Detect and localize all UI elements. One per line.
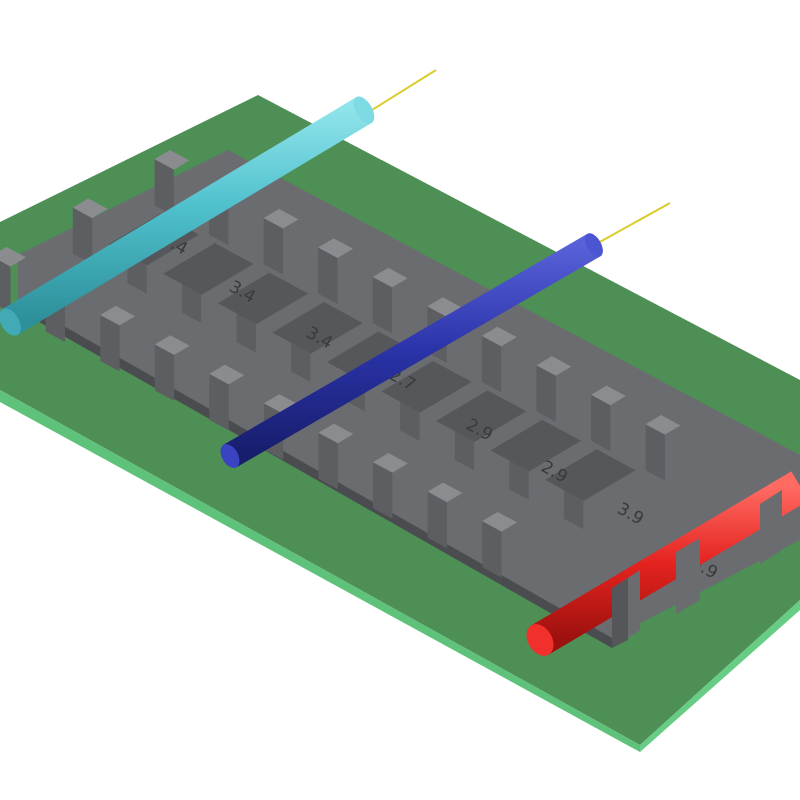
clip-tooth [591,385,626,406]
clip-tooth [0,260,11,313]
clip-tooth [263,208,299,229]
red-clip-back [676,538,700,614]
label-pads [108,213,636,501]
clip-tooth [318,432,338,490]
label-pad [217,272,309,325]
clip-tooth [154,150,190,170]
label-pad [163,243,254,295]
clip-tooth [263,218,283,275]
clip-tooth [209,373,229,431]
red-cable-clips [612,490,782,648]
clip-tooth [427,482,463,503]
clip-tooth [482,511,517,532]
red-clip-far [760,490,782,564]
clip-tooth [209,364,245,385]
clip-tooth [645,424,665,481]
label-pad [490,419,581,472]
red-jacket [531,471,800,655]
clip-tooth [154,159,174,216]
blue-cable [220,202,671,468]
clip-tooth [318,247,338,304]
clip-tooth [154,335,190,355]
clip-tooth [372,276,393,334]
cyan-cut-end [353,96,375,124]
clip-tooth [481,335,502,393]
clip-tooth [318,423,354,444]
clip-tooth [481,326,517,347]
clip-tooth [536,356,572,376]
blue-end [220,444,240,468]
cyan-cable [0,69,437,336]
clip-tooth [645,415,681,435]
cyan-wire-core [371,69,437,111]
label-pad [326,331,418,383]
clip-tooth [318,238,354,258]
label-pad [381,360,472,413]
label-pad [436,390,527,442]
red-end [526,624,554,656]
clip-tooth [373,462,393,519]
holder-assembly [0,150,800,648]
cyan-jacket [2,97,372,335]
clip-tooth [100,305,136,326]
red-clip-front-side [612,578,628,648]
clip-tooth [427,491,447,549]
clip-tooth [0,246,26,267]
clip-tooth [100,314,120,372]
clip-tooth [482,521,502,578]
board-front-edge [0,390,640,752]
blue-wire-core [597,202,671,244]
clip-tooth [372,267,408,288]
blue-jacket [223,233,601,468]
clip-tooth [154,344,175,401]
clip-tooth [591,394,611,452]
label-pad [272,302,363,354]
cyan-end [0,308,21,336]
red-cable [526,471,800,656]
label-pad [545,449,636,501]
board-right-edge [640,600,800,752]
clip-tooth [72,207,93,265]
clip-tooth [373,453,408,473]
blue-cut-end [585,233,603,257]
clip-tooth [536,365,556,422]
clip-tooth [72,198,108,219]
